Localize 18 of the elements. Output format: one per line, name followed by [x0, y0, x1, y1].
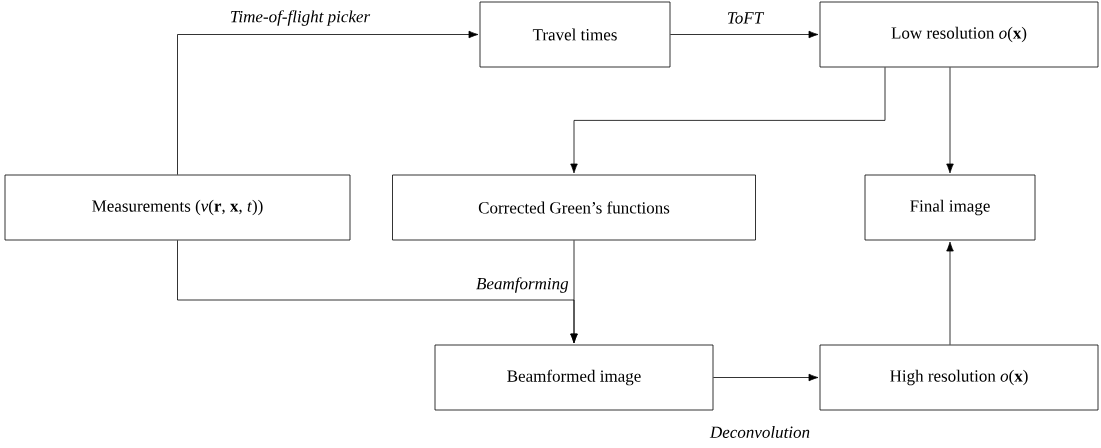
arrow — [946, 241, 954, 345]
arrow — [670, 30, 819, 39]
process-box: High resolution o(x) — [819, 344, 1099, 411]
edge-label: Time-of-flight picker — [231, 10, 371, 26]
arrow — [570, 67, 886, 174]
edge-label: Beamforming — [476, 277, 569, 293]
process-box: Measurements (v(r, x, t)) — [4, 174, 351, 241]
arrow — [177, 240, 578, 344]
arrow — [713, 373, 819, 382]
edge-label: Deconvolution — [709, 426, 810, 438]
edge-label: ToFT — [728, 12, 765, 24]
process-box: Corrected Green’s functions — [392, 174, 756, 241]
process-box: Low resolution o(x) — [819, 1, 1099, 68]
process-box: Final image — [864, 174, 1036, 241]
arrow — [177, 30, 479, 175]
process-box: Beamformed image — [434, 344, 714, 411]
process-box: Travel times — [479, 1, 671, 68]
arrow — [946, 67, 954, 174]
